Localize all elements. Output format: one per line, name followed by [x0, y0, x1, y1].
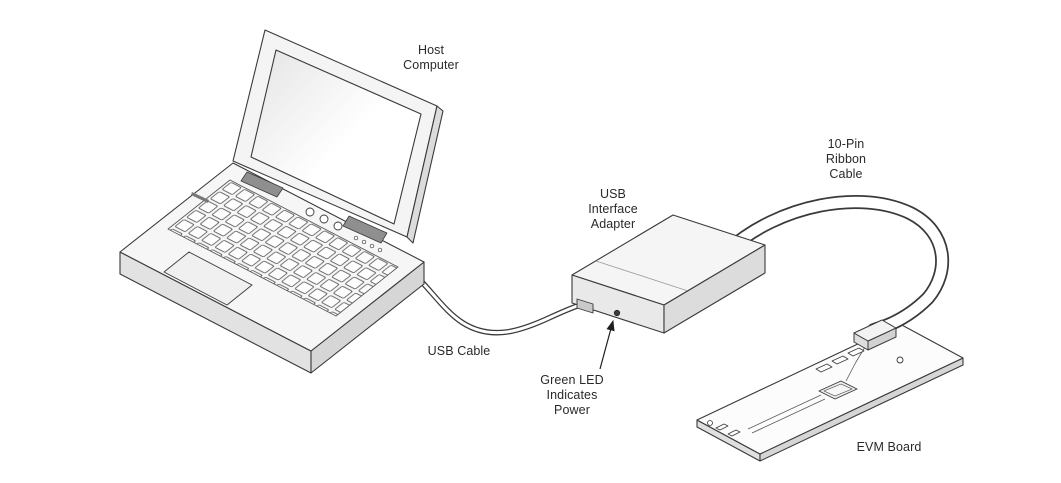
label-usb-cable: USB Cable [427, 344, 491, 358]
ribbon-cable-illustration [719, 195, 949, 337]
laptop-keyboard [167, 179, 399, 317]
evm-board-left-components [715, 423, 741, 437]
laptop-speaker-right [342, 215, 388, 244]
laptop-hinge-buttons [305, 207, 343, 231]
adapter-right-face [663, 244, 766, 334]
label-green-led: Green LED Indicates Power [540, 373, 604, 417]
laptop-indicator-lights [353, 235, 383, 253]
evm-board-mounting-hole-left [707, 420, 713, 426]
laptop-screen [250, 49, 422, 225]
label-usb-interface-adapter: USB Interface Adapter [588, 187, 638, 231]
usb-adapter-illustration [571, 214, 766, 334]
ribbon-cable-body [720, 196, 948, 336]
label-host-computer: Host Computer [403, 43, 459, 72]
label-evm-board: EVM Board [856, 440, 922, 454]
laptop-lid-edge [406, 105, 444, 244]
evm-board-traces [747, 341, 869, 434]
evm-board-mounting-hole [896, 356, 904, 364]
header-top [853, 319, 897, 342]
adapter-top-seam [595, 260, 689, 292]
ribbon-header-connector [853, 319, 897, 351]
laptop-touchpad [163, 251, 253, 306]
label-ribbon-cable: 10-Pin Ribbon Cable [825, 137, 867, 181]
ic-chip-inner [823, 383, 853, 397]
green-led-arrow [599, 319, 615, 370]
power-led-indicator [613, 309, 621, 317]
evm-board-smd-components [815, 347, 865, 373]
usb-connector [576, 298, 594, 314]
laptop-logo [191, 192, 209, 203]
evm-board-illustration [696, 323, 964, 462]
laptop-illustration [119, 29, 444, 374]
laptop-speaker-left [240, 171, 284, 198]
